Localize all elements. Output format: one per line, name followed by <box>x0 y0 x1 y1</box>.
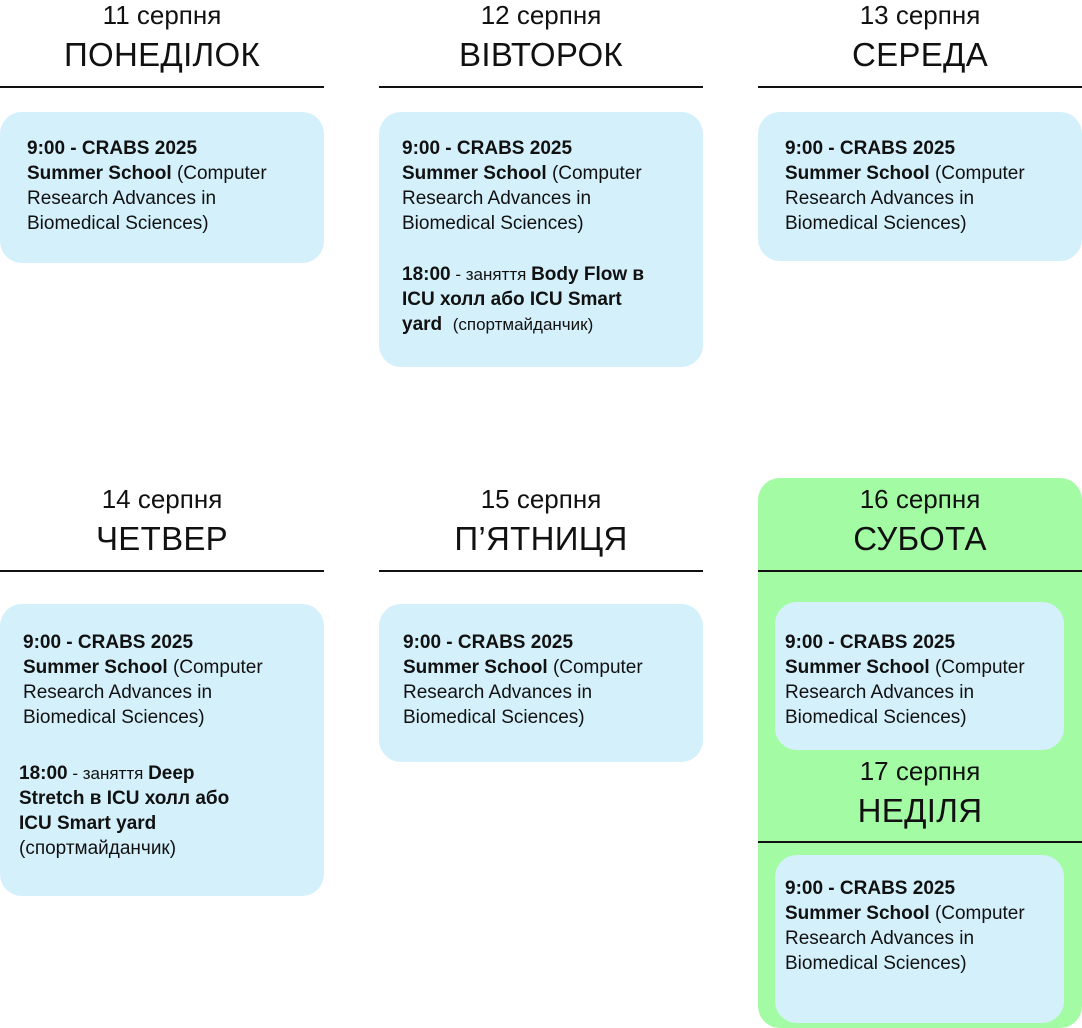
event-details: Research Advances in <box>785 682 975 703</box>
event-details: (Computer <box>176 163 267 184</box>
day-name: ПОНЕДІЛОК <box>64 36 260 73</box>
event-details: (Computer <box>172 657 263 678</box>
event-separator: - заняття <box>67 764 149 783</box>
event-card-saturday[interactable]: 9:00 - CRABS 2025 Summer School (Compute… <box>775 602 1064 750</box>
event-details: Biomedical Sciences) <box>785 953 967 974</box>
day-date: 15 серпня <box>480 484 602 514</box>
event-card-wednesday[interactable]: 9:00 - CRABS 2025 Summer School (Compute… <box>758 112 1082 261</box>
day-header-thursday: 14 серпня ЧЕТВЕР <box>0 484 324 564</box>
day-name: ЧЕТВЕР <box>96 520 228 557</box>
day-date: 14 серпня <box>101 484 223 514</box>
event-details: (Computer <box>934 163 1025 184</box>
day-name: НЕДІЛЯ <box>857 792 983 829</box>
event-title: yard <box>402 314 443 335</box>
day-name: СЕРЕДА <box>851 36 989 73</box>
event-details: (Computer <box>934 657 1025 678</box>
day-divider <box>379 570 703 572</box>
event-title: Summer School <box>403 657 548 678</box>
event-time: 18:00 <box>402 264 451 285</box>
event-details: (Computer <box>934 903 1025 924</box>
event-title: Deep <box>148 763 195 784</box>
event-crabs: 9:00 - CRABS 2025 Summer School (Compute… <box>785 876 1025 976</box>
event-crabs: 9:00 - CRABS 2025 Summer School (Compute… <box>402 136 642 236</box>
event-time: 9:00 - CRABS 2025 <box>785 632 956 653</box>
event-details: Research Advances in <box>23 682 213 703</box>
event-card-friday[interactable]: 9:00 - CRABS 2025 Summer School (Compute… <box>379 604 703 762</box>
event-time: 9:00 - CRABS 2025 <box>785 878 956 899</box>
event-time: 18:00 <box>19 763 68 784</box>
day-date: 17 серпня <box>859 756 981 786</box>
event-details: (спортмайданчик) <box>19 838 177 859</box>
event-time: 9:00 - CRABS 2025 <box>403 632 574 653</box>
day-date: 13 серпня <box>859 0 981 30</box>
event-details: Biomedical Sciences) <box>403 707 585 728</box>
event-time: 9:00 - CRABS 2025 <box>402 138 573 159</box>
event-details: Research Advances in <box>785 928 975 949</box>
event-crabs: 9:00 - CRABS 2025 Summer School (Compute… <box>27 136 267 236</box>
event-title: Summer School <box>23 657 168 678</box>
event-title: ICU холл або ICU Smart <box>402 289 622 310</box>
event-title: ICU Smart yard <box>19 813 157 834</box>
day-divider <box>758 86 1082 88</box>
event-crabs: 9:00 - CRABS 2025 Summer School (Compute… <box>785 630 1025 730</box>
event-details: (Computer <box>552 657 643 678</box>
event-time: 9:00 - CRABS 2025 <box>27 138 198 159</box>
event-time: 9:00 - CRABS 2025 <box>23 632 194 653</box>
day-divider <box>758 841 1082 843</box>
day-header-friday: 15 серпня П’ЯТНИЦЯ <box>379 484 703 564</box>
day-name: П’ЯТНИЦЯ <box>454 520 628 557</box>
day-name: СУБОТА <box>853 520 987 557</box>
event-details: Biomedical Sciences) <box>785 213 967 234</box>
day-name: ВІВТОРОК <box>459 36 623 73</box>
event-details: Research Advances in <box>27 188 217 209</box>
event-title: Summer School <box>785 163 930 184</box>
event-time: 9:00 - CRABS 2025 <box>785 138 956 159</box>
event-title: Summer School <box>27 163 172 184</box>
event-body-flow: 18:00 - заняття Body Flow в ICU холл або… <box>402 262 644 337</box>
day-header-monday: 11 серпня ПОНЕДІЛОК <box>0 0 324 80</box>
day-header-saturday: 16 серпня СУБОТА <box>758 484 1082 564</box>
day-divider <box>0 570 324 572</box>
event-crabs: 9:00 - CRABS 2025 Summer School (Compute… <box>785 136 1025 236</box>
event-details: (Computer <box>551 163 642 184</box>
event-title: Stretch в ICU холл або <box>19 788 230 809</box>
day-header-wednesday: 13 серпня СЕРЕДА <box>758 0 1082 80</box>
day-date: 16 серпня <box>859 484 981 514</box>
event-details: Biomedical Sciences) <box>23 707 205 728</box>
event-details: Biomedical Sciences) <box>785 707 967 728</box>
event-title: Summer School <box>785 657 930 678</box>
day-divider <box>0 86 324 88</box>
event-deep-stretch: 18:00 - заняття Deep Stretch в ICU холл … <box>19 761 229 861</box>
day-divider <box>758 570 1082 572</box>
day-header-tuesday: 12 серпня ВІВТОРОК <box>379 0 703 80</box>
event-separator: - заняття <box>450 265 532 284</box>
event-title: Summer School <box>402 163 547 184</box>
event-card-sunday[interactable]: 9:00 - CRABS 2025 Summer School (Compute… <box>775 855 1064 1023</box>
event-title: Body Flow в <box>531 264 645 285</box>
day-divider <box>379 86 703 88</box>
day-date: 11 серпня <box>102 0 222 30</box>
event-crabs: 9:00 - CRABS 2025 Summer School (Compute… <box>403 630 643 730</box>
event-details: Biomedical Sciences) <box>402 213 584 234</box>
event-card-monday[interactable]: 9:00 - CRABS 2025 Summer School (Compute… <box>0 112 324 263</box>
day-header-sunday: 17 серпня НЕДІЛЯ <box>758 756 1082 836</box>
event-details: Research Advances in <box>403 682 593 703</box>
event-details: (спортмайданчик) <box>452 315 594 334</box>
event-details: Research Advances in <box>402 188 592 209</box>
event-card-tuesday[interactable]: 9:00 - CRABS 2025 Summer School (Compute… <box>379 112 703 367</box>
event-crabs: 9:00 - CRABS 2025 Summer School (Compute… <box>23 630 263 730</box>
event-details: Biomedical Sciences) <box>27 213 209 234</box>
event-card-thursday[interactable]: 9:00 - CRABS 2025 Summer School (Compute… <box>0 604 324 896</box>
event-details: Research Advances in <box>785 188 975 209</box>
day-date: 12 серпня <box>480 0 602 30</box>
event-title: Summer School <box>785 903 930 924</box>
